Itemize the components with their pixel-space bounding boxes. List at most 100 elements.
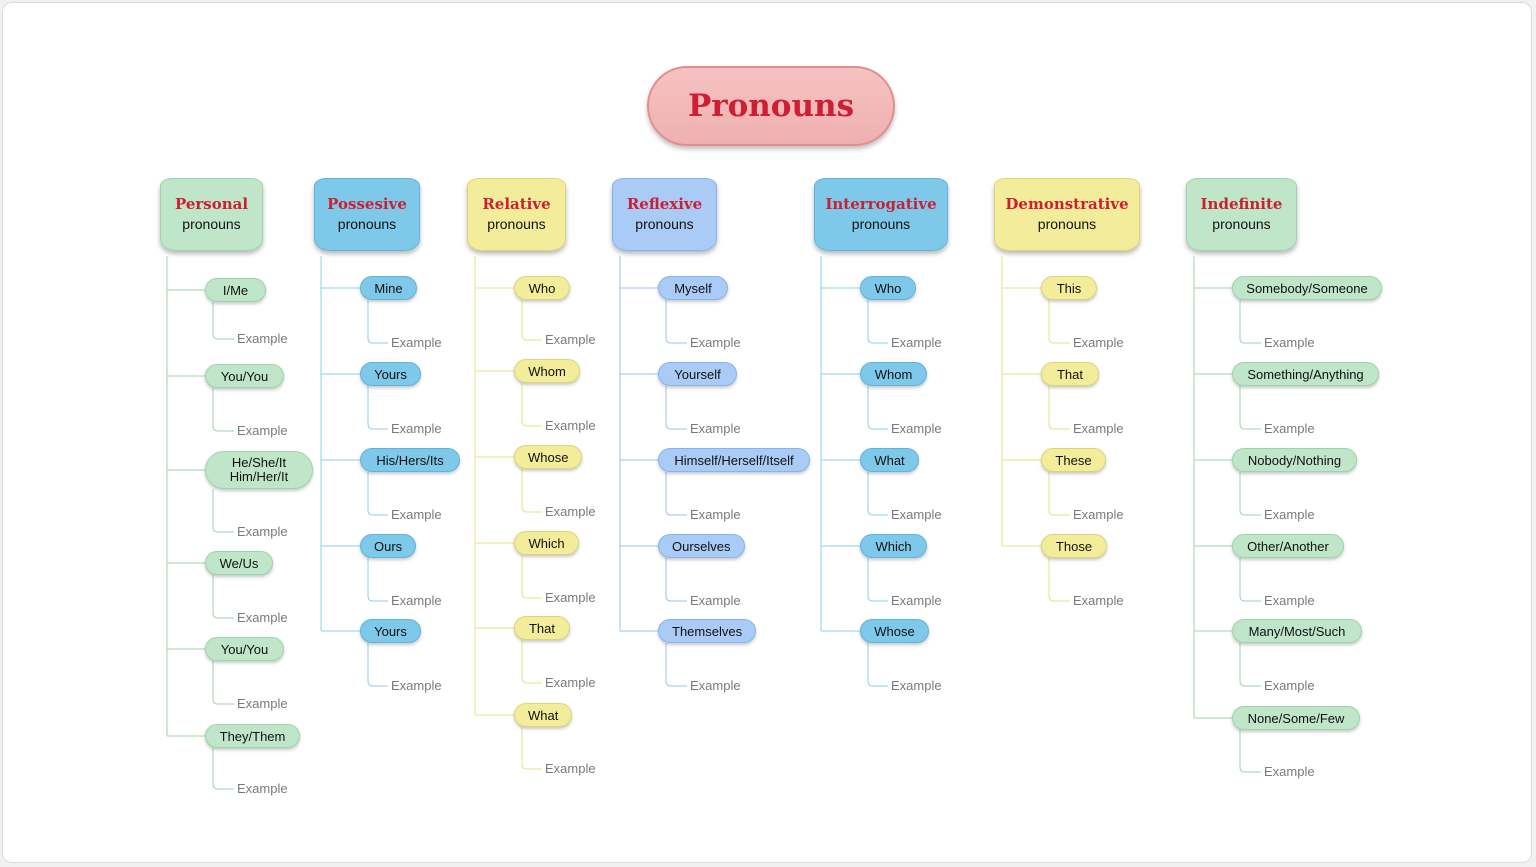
example-leaf[interactable]: Example [237, 610, 288, 625]
example-leaf[interactable]: Example [237, 331, 288, 346]
example-leaf[interactable]: Example [1264, 335, 1315, 350]
category-subtitle: pronouns [1212, 216, 1271, 232]
example-leaf[interactable]: Example [891, 678, 942, 693]
pronoun-node[interactable]: Themselves [658, 619, 757, 643]
example-leaf[interactable]: Example [891, 335, 942, 350]
pronoun-node[interactable]: Somebody/Someone [1232, 276, 1382, 300]
example-leaf[interactable]: Example [545, 332, 596, 347]
example-leaf[interactable]: Example [545, 761, 596, 776]
example-leaf[interactable]: Example [545, 675, 596, 690]
pronoun-label: We/Us [219, 555, 259, 571]
example-leaf[interactable]: Example [1264, 507, 1315, 522]
category-subtitle: pronouns [337, 216, 397, 232]
example-leaf[interactable]: Example [1264, 678, 1315, 693]
pronoun-label: Who [874, 280, 902, 296]
example-leaf[interactable]: Example [690, 507, 741, 522]
example-leaf[interactable]: Example [1073, 335, 1124, 350]
example-leaf[interactable]: Example [1264, 593, 1315, 608]
pronoun-node[interactable]: Yours [360, 362, 421, 386]
pronoun-node[interactable]: Ours [360, 534, 417, 558]
category-subtitle: pronouns [1037, 216, 1097, 232]
pronoun-node[interactable]: Whom [514, 359, 580, 383]
pronoun-node[interactable]: We/Us [205, 551, 273, 575]
pronoun-label: Nobody/Nothing [1247, 452, 1342, 468]
pronoun-label: Whom [528, 363, 566, 379]
pronoun-node[interactable]: None/Some/Few [1232, 706, 1360, 730]
example-leaf[interactable]: Example [545, 504, 596, 519]
example-leaf[interactable]: Example [690, 335, 741, 350]
example-leaf[interactable]: Example [891, 507, 942, 522]
example-leaf[interactable]: Example [391, 593, 442, 608]
example-leaf[interactable]: Example [891, 421, 942, 436]
example-leaf[interactable]: Example [1264, 421, 1315, 436]
pronoun-label: I/Me [222, 282, 249, 298]
pronoun-node[interactable]: Whose [860, 619, 929, 643]
pronoun-node[interactable]: Whom [860, 362, 927, 386]
pronoun-node[interactable]: What [514, 703, 573, 727]
pronoun-node[interactable]: Which [514, 531, 579, 555]
pronoun-node[interactable]: Many/Most/Such [1232, 619, 1362, 643]
pronoun-node[interactable]: These [1041, 448, 1106, 472]
category-subtitle: pronouns [851, 216, 911, 232]
example-leaf[interactable]: Example [1073, 421, 1124, 436]
example-leaf[interactable]: Example [237, 696, 288, 711]
pronoun-node[interactable]: That [1041, 362, 1099, 386]
pronoun-label: You/You [220, 368, 269, 384]
pronoun-label: Ourselves [672, 538, 731, 554]
example-leaf[interactable]: Example [1264, 764, 1315, 779]
example-leaf[interactable]: Example [391, 421, 442, 436]
example-leaf[interactable]: Example [391, 678, 442, 693]
pronoun-label: That [1056, 366, 1083, 382]
pronoun-label: He/She/It [231, 455, 287, 470]
pronoun-node[interactable]: Yours [360, 619, 421, 643]
pronoun-node[interactable]: Other/Another [1232, 534, 1344, 558]
example-leaf[interactable]: Example [545, 418, 596, 433]
example-leaf[interactable]: Example [391, 335, 442, 350]
example-leaf[interactable]: Example [237, 781, 288, 796]
pronoun-node[interactable]: You/You [205, 364, 284, 388]
example-leaf[interactable]: Example [891, 593, 942, 608]
example-leaf[interactable]: Example [690, 678, 741, 693]
pronoun-node[interactable]: Who [860, 276, 916, 300]
pronoun-label: This [1056, 280, 1082, 296]
pronoun-label: Somebody/Someone [1246, 280, 1368, 296]
pronoun-node[interactable]: Who [514, 276, 570, 300]
root-topic[interactable]: Pronouns [647, 66, 895, 146]
example-leaf[interactable]: Example [237, 524, 288, 539]
example-leaf[interactable]: Example [237, 423, 288, 438]
pronoun-node[interactable]: Myself [658, 276, 728, 300]
pronoun-node[interactable]: That [514, 616, 570, 640]
pronoun-node[interactable]: This [1041, 276, 1097, 300]
pronoun-node[interactable]: They/Them [205, 724, 300, 748]
pronoun-node[interactable]: Nobody/Nothing [1232, 448, 1357, 472]
pronoun-node[interactable]: Mine [360, 276, 417, 300]
pronoun-node[interactable]: His/Hers/Its [360, 448, 460, 472]
pronoun-node[interactable]: I/Me [205, 278, 266, 302]
example-leaf[interactable]: Example [1073, 593, 1124, 608]
pronoun-label: Him/Her/It [229, 469, 289, 484]
pronoun-node[interactable]: Yourself [658, 362, 737, 386]
pronoun-node[interactable]: Those [1041, 534, 1107, 558]
example-leaf[interactable]: Example [1073, 507, 1124, 522]
example-leaf[interactable]: Example [690, 421, 741, 436]
pronoun-label: What [874, 452, 905, 468]
pronoun-node[interactable]: Which [860, 534, 927, 558]
example-leaf[interactable]: Example [690, 593, 741, 608]
example-leaf[interactable]: Example [391, 507, 442, 522]
example-leaf[interactable]: Example [545, 590, 596, 605]
pronoun-node[interactable]: Whose [514, 445, 583, 469]
pronoun-node[interactable]: Something/Anything [1232, 362, 1379, 386]
pronoun-node[interactable]: Ourselves [658, 534, 745, 558]
pronoun-label: They/Them [219, 728, 286, 744]
pronoun-node[interactable]: Himself/Herself/Itself [658, 448, 810, 472]
pronoun-node[interactable]: What [860, 448, 919, 472]
pronoun-node[interactable]: You/You [205, 637, 284, 661]
